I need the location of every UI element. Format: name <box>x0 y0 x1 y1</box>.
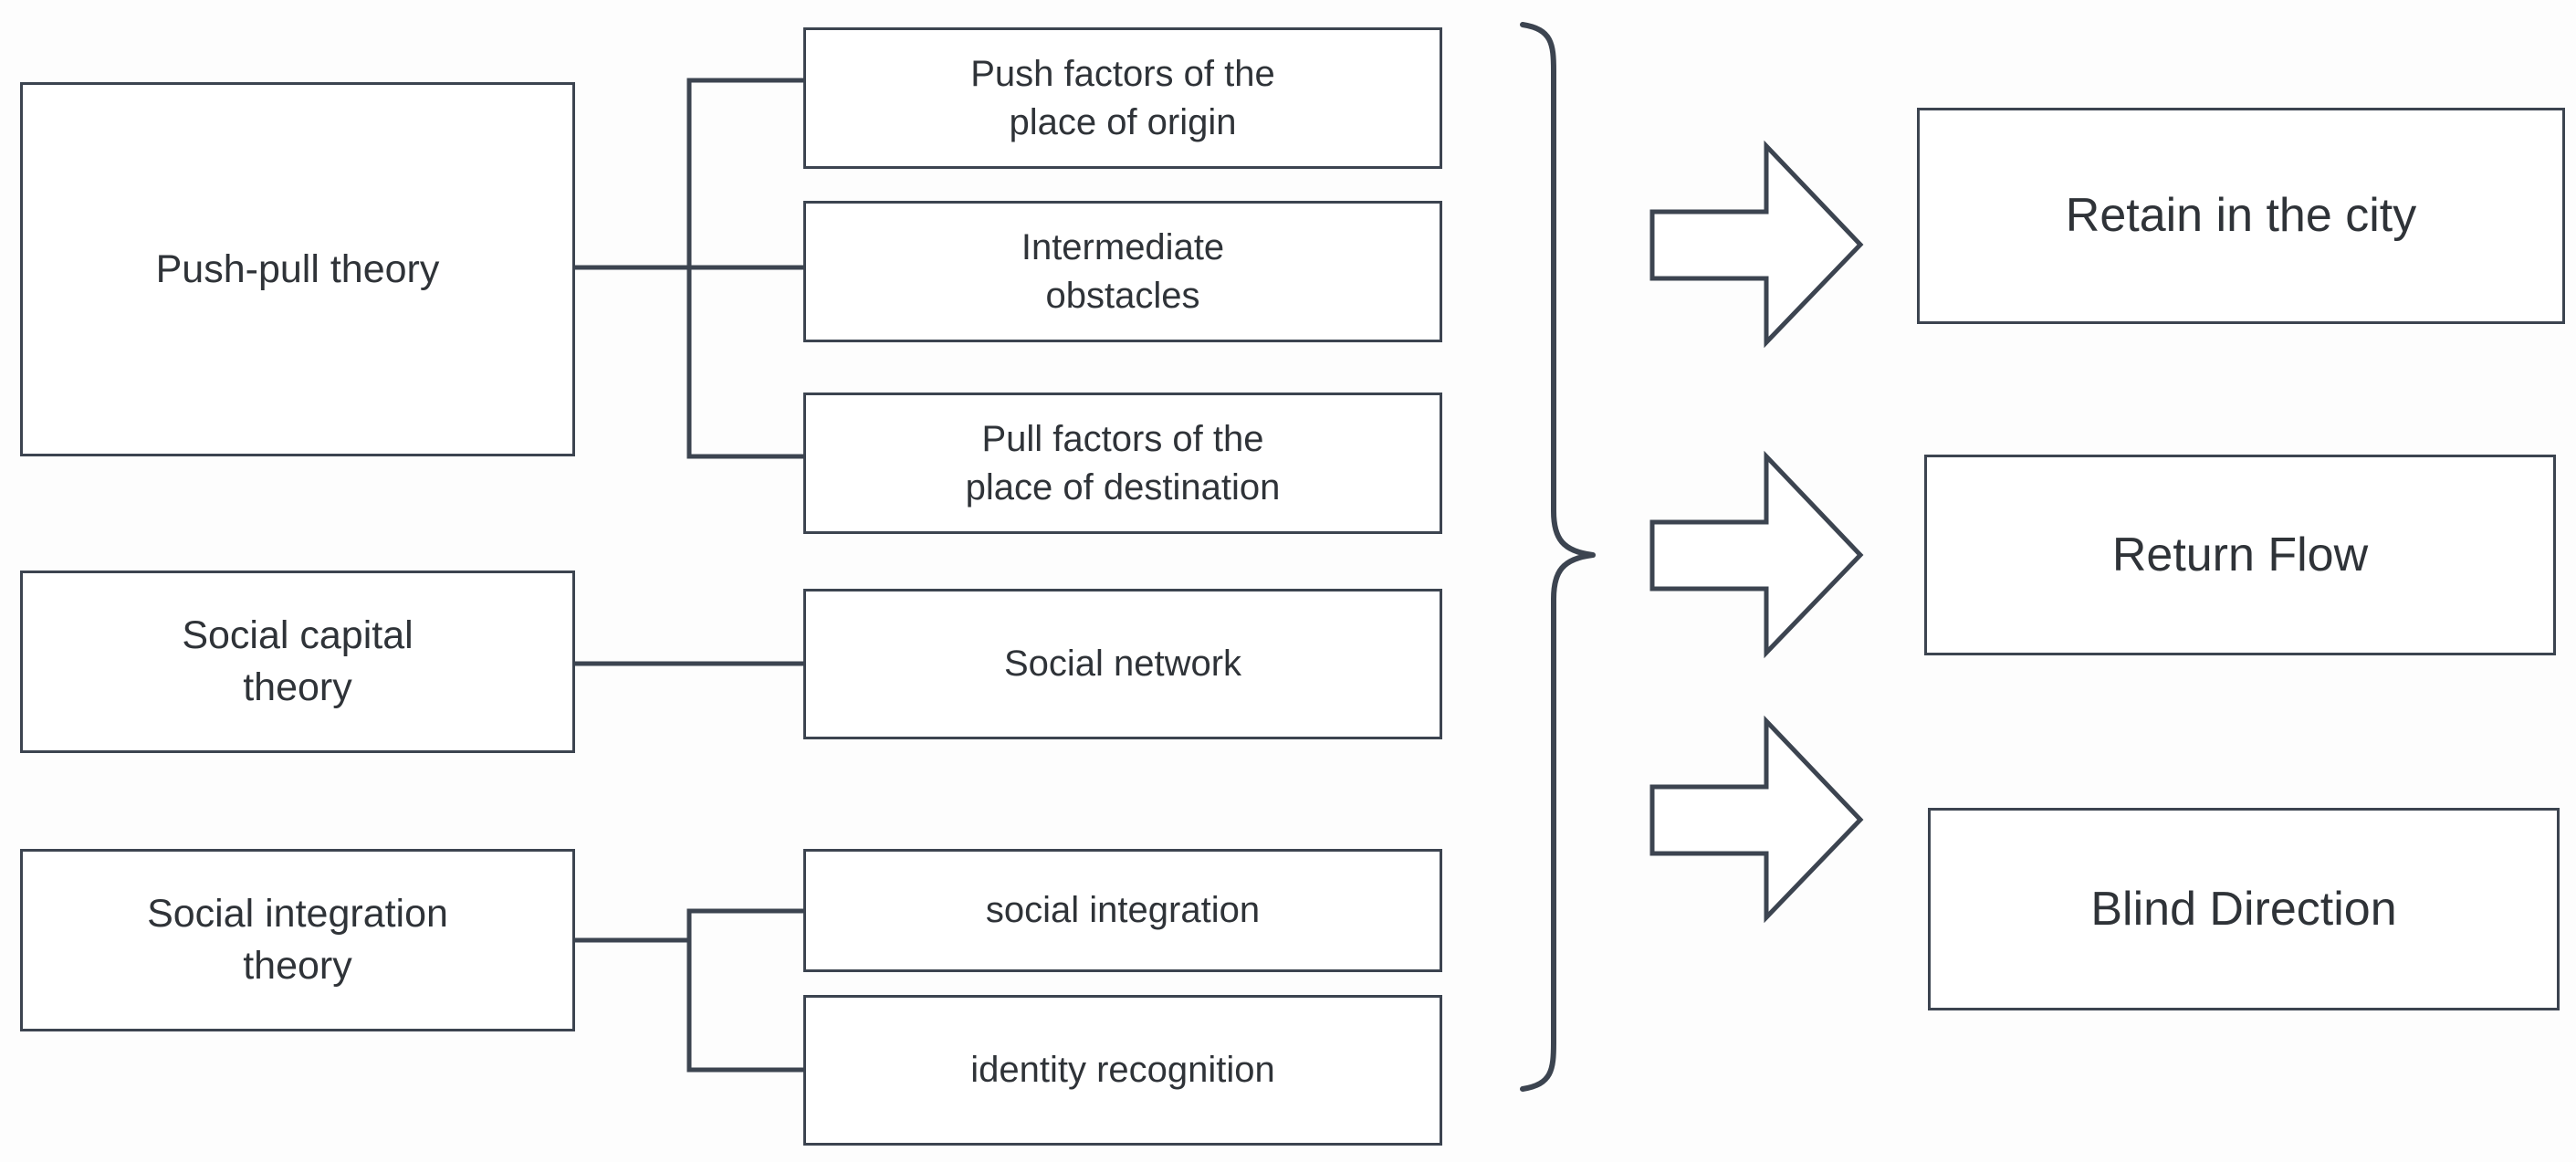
factor-box-identity-recognition[interactable]: identity recognition <box>803 995 1442 1146</box>
grouping-brace <box>1520 22 1596 1092</box>
outcome-box-blind-direction[interactable]: Blind Direction <box>1928 808 2560 1010</box>
theory-box-push-pull-theory[interactable]: Push-pull theory <box>20 82 575 456</box>
block-arrow-return-flow <box>1649 450 1864 659</box>
block-arrow-retain-in-the-city <box>1649 140 1864 349</box>
factor-box-intermediate-obstacles[interactable]: Intermediate obstacles <box>803 201 1442 342</box>
factor-box-push-factors-origin[interactable]: Push factors of the place of origin <box>803 27 1442 169</box>
theory-box-social-integration-theory[interactable]: Social integration theory <box>20 849 575 1031</box>
outcome-box-return-flow[interactable]: Return Flow <box>1924 455 2556 655</box>
factor-box-social-network[interactable]: Social network <box>803 589 1442 739</box>
block-arrow-blind-direction <box>1649 715 1864 924</box>
connector-push-pull-theory <box>572 78 806 459</box>
outcome-box-retain-in-the-city[interactable]: Retain in the city <box>1917 108 2565 324</box>
connector-social-integration-theory <box>572 908 806 1073</box>
factor-box-pull-factors-destination[interactable]: Pull factors of the place of destination <box>803 393 1442 534</box>
theory-box-social-capital-theory[interactable]: Social capital theory <box>20 571 575 753</box>
factor-box-social-integration[interactable]: social integration <box>803 849 1442 972</box>
